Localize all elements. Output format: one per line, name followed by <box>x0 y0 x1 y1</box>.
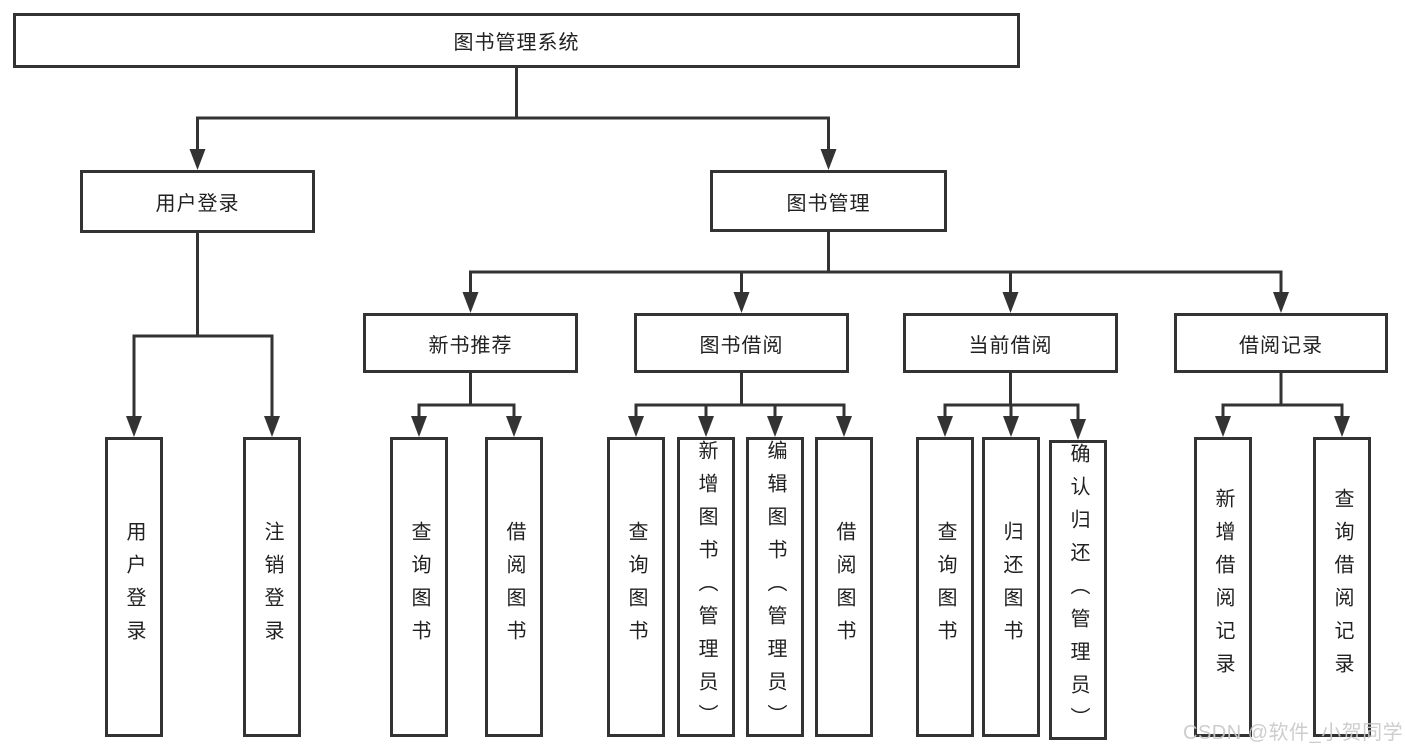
node-user-login: 用户登录 <box>80 170 315 233</box>
leaf-borrow-books: 借阅图书 <box>815 437 873 737</box>
node-root-system: 图书管理系统 <box>13 13 1020 68</box>
leaf-borrow-books: 借阅图书 <box>485 437 543 737</box>
leaf-query-borrow-record: 查询借阅记录 <box>1313 437 1371 737</box>
arrowheads <box>126 149 1350 440</box>
leaf-logout: 注销登录 <box>243 437 301 737</box>
leaf-confirm-return-admin: 确认归还（管理员） <box>1049 440 1107 740</box>
node-current-borrow: 当前借阅 <box>903 313 1118 373</box>
leaf-add-borrow-record: 新增借阅记录 <box>1194 437 1252 737</box>
leaf-query-books: 查询图书 <box>607 437 665 737</box>
node-new-book-recommend: 新书推荐 <box>363 313 578 373</box>
node-book-management: 图书管理 <box>710 170 947 232</box>
leaf-query-books: 查询图书 <box>390 437 448 737</box>
node-borrow-records: 借阅记录 <box>1174 313 1388 373</box>
leaf-edit-book-admin: 编辑图书（管理员） <box>746 437 804 737</box>
leaf-query-books: 查询图书 <box>916 437 974 737</box>
csdn-watermark: CSDN @软件_小贺同学 <box>1183 722 1404 744</box>
leaf-user-login: 用户登录 <box>105 437 163 737</box>
leaf-return-book: 归还图书 <box>982 437 1040 737</box>
leaf-add-book-admin: 新增图书（管理员） <box>677 437 735 737</box>
node-book-borrow: 图书借阅 <box>634 313 849 373</box>
